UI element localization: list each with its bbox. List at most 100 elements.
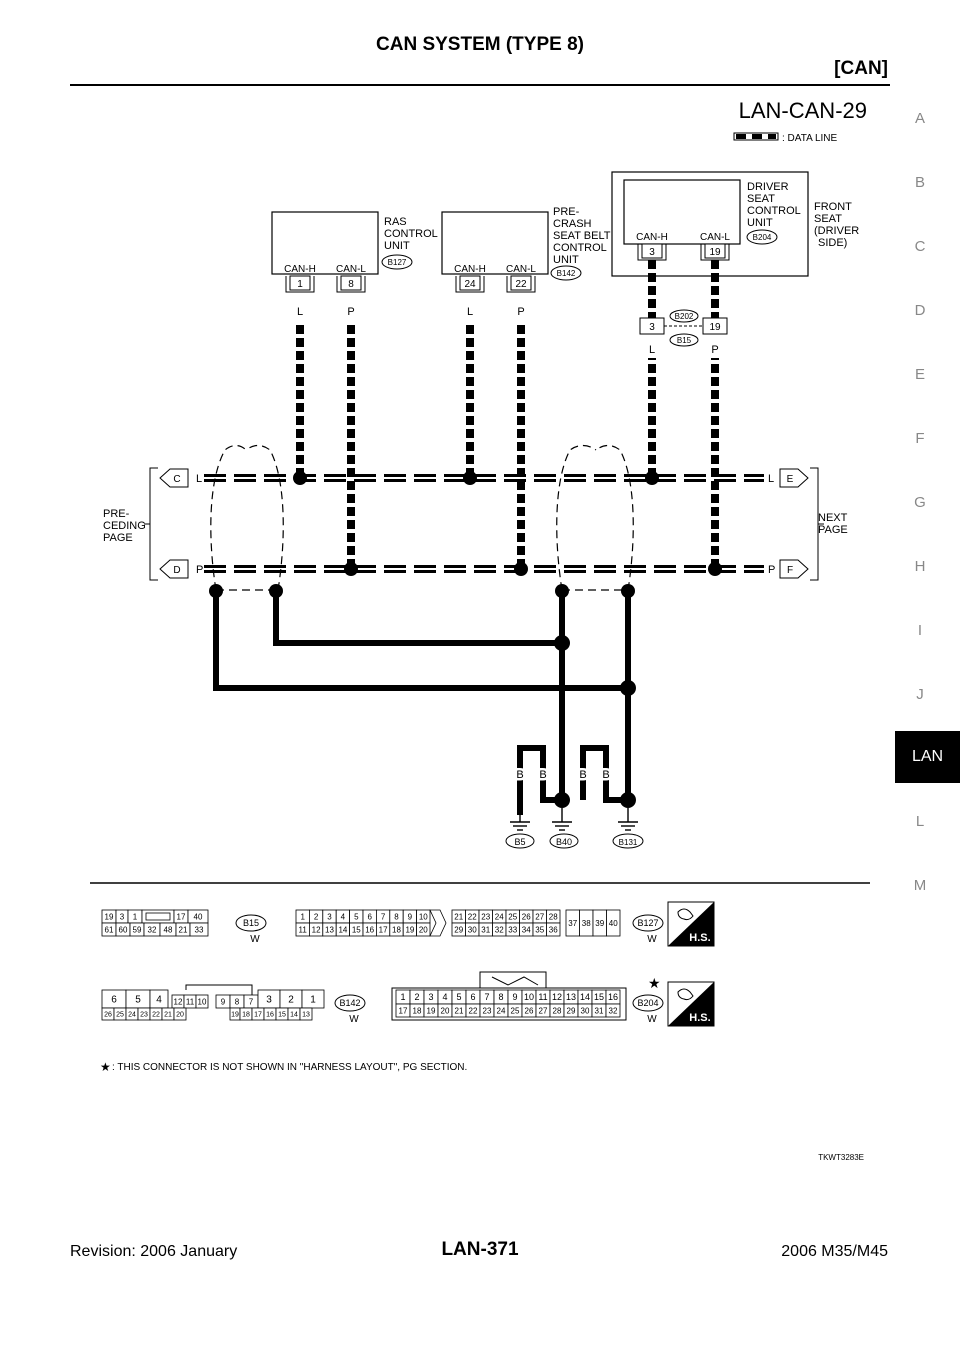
connector-pin-number: 22 bbox=[469, 1006, 478, 1015]
dsc-pin-l: 19 bbox=[709, 247, 721, 258]
front-seat-box bbox=[611, 171, 809, 277]
connector-pin-number: 40 bbox=[194, 912, 203, 921]
connector-pin-number: 9 bbox=[408, 912, 413, 921]
side-index-b[interactable]: B bbox=[914, 174, 925, 191]
connector-pin-number: 1 bbox=[400, 992, 405, 1002]
connector-pin-number: 28 bbox=[553, 1006, 562, 1015]
dsc-label-3: CONTROL bbox=[747, 205, 801, 217]
preceding-arrow-d bbox=[159, 559, 189, 579]
connector-pin-number: 20 bbox=[419, 925, 428, 934]
side-index-c[interactable]: C bbox=[914, 238, 926, 255]
side-index-active-tab[interactable]: LAN bbox=[895, 731, 960, 783]
figure-code: TKWT3283E bbox=[818, 1153, 864, 1162]
dsc-pin-box-l bbox=[704, 243, 726, 259]
connector-pin-number: 19 bbox=[231, 1012, 239, 1019]
connector-pin-number: 24 bbox=[497, 1006, 506, 1015]
connector-tag bbox=[334, 994, 366, 1012]
joint-connector-tag-b bbox=[669, 333, 699, 347]
connector-cell bbox=[301, 989, 325, 1009]
dsc-canl-line-upper bbox=[711, 260, 719, 318]
connector-pin-number: 12 bbox=[174, 997, 183, 1006]
side-index-l[interactable]: L bbox=[915, 813, 925, 830]
side-index-d[interactable]: D bbox=[914, 302, 926, 319]
dsc-canl-label: CAN-L bbox=[700, 232, 730, 243]
front-seat-label-3: (DRIVER bbox=[814, 225, 859, 237]
connector-pin-number: 23 bbox=[483, 1006, 492, 1015]
preceding-arrow-c-label: C bbox=[173, 474, 180, 485]
ground-label-b5: B5 bbox=[514, 837, 525, 847]
connector-pin-number: 26 bbox=[525, 1006, 534, 1015]
connector-pin-number: 5 bbox=[456, 992, 461, 1002]
next-arrow-e bbox=[779, 468, 809, 488]
connector-pin-number: 14 bbox=[338, 925, 347, 934]
connector-pin-number: 20 bbox=[441, 1006, 450, 1015]
connector-pin-number: 1 bbox=[300, 912, 305, 921]
connector-pin-number: 6 bbox=[367, 912, 372, 921]
connector-pin-number: 21 bbox=[454, 912, 463, 921]
connector-pin-number: 12 bbox=[312, 925, 321, 934]
connector-pin-number: 21 bbox=[179, 925, 188, 934]
connector-latch bbox=[185, 984, 253, 995]
footer-revision: Revision: 2006 January bbox=[70, 1243, 238, 1260]
pcs-wire-l: P bbox=[517, 306, 524, 318]
ras-canh-label: CAN-H bbox=[284, 264, 316, 275]
connector-pin-number: 17 bbox=[399, 1006, 408, 1015]
connector-pin-number: 13 bbox=[302, 1012, 310, 1019]
pcs-connector-tag bbox=[550, 265, 582, 281]
connector-cell bbox=[173, 1007, 187, 1021]
joint-connector-a: B202 bbox=[675, 312, 694, 321]
pcs-label-2: CRASH bbox=[553, 218, 592, 230]
side-index-g[interactable]: G bbox=[914, 494, 926, 511]
connector-pin-number: 33 bbox=[508, 925, 517, 934]
connector-pin-number: 35 bbox=[535, 925, 544, 934]
dsc-canl-line bbox=[711, 358, 719, 567]
connector-divider bbox=[429, 909, 447, 937]
pcs-canh-line bbox=[466, 322, 474, 476]
connector-cell bbox=[299, 1007, 313, 1021]
harness-side-badge: H.S. bbox=[667, 981, 715, 1027]
dsc-pin-box-h bbox=[641, 243, 663, 259]
side-index-h[interactable]: H bbox=[914, 558, 926, 575]
connector-tag bbox=[632, 914, 664, 932]
connector-label: B127 bbox=[637, 918, 658, 928]
connector-pin-number: 6 bbox=[470, 992, 475, 1002]
preceding-label-1: PRE- bbox=[103, 508, 130, 520]
next-bracket bbox=[810, 467, 819, 581]
section-tag: [CAN] bbox=[834, 58, 888, 79]
ras-connector-tag bbox=[381, 254, 413, 270]
connector-pin-number: 3 bbox=[120, 912, 125, 921]
dsc-canh-label: CAN-H bbox=[636, 232, 668, 243]
ground-label-b131: B131 bbox=[619, 838, 638, 847]
connector-pin-number: 34 bbox=[522, 925, 531, 934]
side-index-i[interactable]: I bbox=[917, 622, 923, 639]
connector-pin-number: 22 bbox=[468, 912, 477, 921]
header-rule bbox=[70, 84, 890, 86]
connector-pin-number: 10 bbox=[419, 912, 428, 921]
connector-pin-number: 19 bbox=[405, 925, 414, 934]
connector-pin-number: 16 bbox=[365, 925, 374, 934]
connector-pin-number: 25 bbox=[116, 1012, 124, 1019]
side-index-j[interactable]: J bbox=[916, 686, 924, 703]
pcs-label-5: UNIT bbox=[553, 254, 579, 266]
connector-pin-number: 31 bbox=[481, 925, 490, 934]
connector-pin-number: 27 bbox=[535, 912, 544, 921]
connector-pin-number: 17 bbox=[254, 1012, 262, 1019]
connector-pin-number: 26 bbox=[522, 912, 531, 921]
side-index-e[interactable]: E bbox=[914, 366, 925, 383]
connector-pin-number: 61 bbox=[105, 925, 114, 934]
splice-dot bbox=[514, 562, 528, 576]
connector-pin-number: 25 bbox=[511, 1006, 520, 1015]
dsc-connector-tag bbox=[746, 229, 778, 245]
side-index-f[interactable]: F bbox=[915, 430, 925, 447]
side-index-m[interactable]: M bbox=[913, 877, 927, 894]
next-label-1: NEXT bbox=[818, 512, 848, 524]
ras-canh-line bbox=[296, 322, 304, 476]
connector-note: : THIS CONNECTOR IS NOT SHOWN IN "HARNES… bbox=[112, 1062, 467, 1073]
side-index-a[interactable]: A bbox=[914, 110, 925, 127]
dsc-label-1: DRIVER bbox=[747, 181, 789, 193]
connector-pin-number: 15 bbox=[352, 925, 361, 934]
connector-cell bbox=[195, 994, 209, 1009]
connector-pin-number: 11 bbox=[186, 997, 195, 1006]
connector-pin-number: 21 bbox=[164, 1012, 172, 1019]
connector-pin-number: 1 bbox=[310, 995, 316, 1006]
